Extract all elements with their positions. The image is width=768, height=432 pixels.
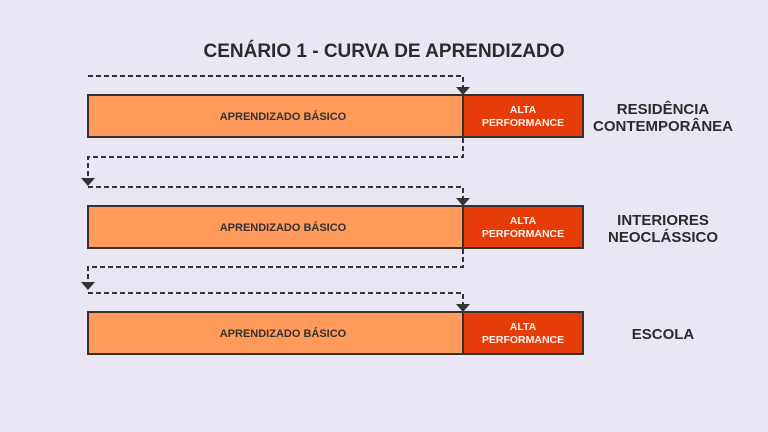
high-performance-label: PERFORMANCE (482, 228, 564, 240)
flow-connector-2 (87, 138, 464, 178)
scenario-row-3: APRENDIZADO BÁSICO ALTA PERFORMANCE ESCO… (87, 311, 695, 355)
scenario-row-2: APRENDIZADO BÁSICO ALTA PERFORMANCE INTE… (87, 205, 718, 249)
row-label: ESCOLA (632, 326, 695, 343)
flow-connector-4 (87, 249, 464, 282)
row-label: CONTEMPORÂNEA (593, 117, 733, 135)
basic-learning-bar (87, 311, 464, 355)
basic-learning-bar (87, 205, 464, 249)
high-performance-bar (462, 205, 584, 249)
arrow-down-icon (81, 178, 95, 186)
arrow-down-icon (456, 304, 470, 312)
high-performance-label: PERFORMANCE (482, 334, 564, 346)
arrow-down-icon (456, 198, 470, 206)
basic-learning-label: APRENDIZADO BÁSICO (220, 221, 347, 234)
high-performance-bar (462, 311, 584, 355)
arrow-down-icon (456, 87, 470, 95)
row-label: RESIDÊNCIA (617, 100, 710, 118)
basic-learning-label: APRENDIZADO BÁSICO (220, 327, 347, 340)
row-label: NEOCLÁSSICO (608, 229, 718, 246)
row-label: INTERIORES (617, 212, 709, 229)
flow-connector-3 (88, 186, 464, 198)
flow-connector-5 (88, 292, 464, 304)
high-performance-label: ALTA (510, 321, 537, 333)
diagram-title: CENÁRIO 1 - CURVA DE APRENDIZADO (203, 40, 564, 62)
high-performance-label: ALTA (510, 215, 537, 227)
scenario-row-1: APRENDIZADO BÁSICO ALTA PERFORMANCE RESI… (87, 94, 733, 138)
high-performance-label: ALTA (510, 104, 537, 116)
high-performance-bar (462, 94, 584, 138)
arrow-down-icon (81, 282, 95, 290)
basic-learning-bar (87, 94, 464, 138)
flow-connector-1 (88, 75, 464, 88)
high-performance-label: PERFORMANCE (482, 117, 564, 129)
basic-learning-label: APRENDIZADO BÁSICO (220, 110, 347, 123)
